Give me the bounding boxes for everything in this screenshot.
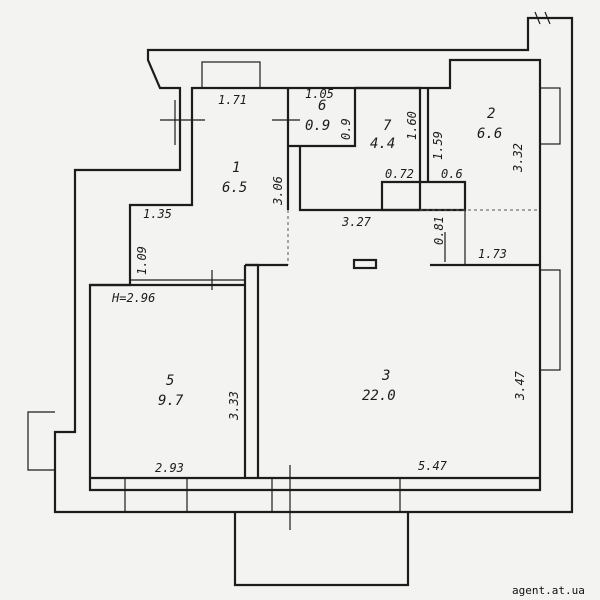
room-1-number: 1 bbox=[232, 160, 240, 176]
pillar bbox=[352, 258, 378, 270]
inner-outline bbox=[88, 58, 542, 492]
dim-1-05: 1.05 bbox=[305, 87, 334, 101]
right-window-2 bbox=[539, 269, 561, 371]
dim-1-73: 1.73 bbox=[478, 247, 507, 261]
bottom-window-2 bbox=[271, 477, 401, 513]
dim-0-72: 0.72 bbox=[385, 167, 414, 181]
dim-0-9-vertical: 0.9 bbox=[339, 118, 353, 140]
outer-wall-outline bbox=[53, 16, 574, 514]
dim-3-47: 3.47 bbox=[513, 370, 527, 401]
dim-3-06: 3.06 bbox=[271, 176, 285, 206]
roof-tick-2 bbox=[544, 11, 551, 25]
room-2-area: 6.6 bbox=[477, 126, 502, 142]
wall-room6 bbox=[288, 88, 357, 148]
dim-h-2-96: H=2.96 bbox=[111, 291, 155, 305]
watermark: agent.at.ua bbox=[512, 584, 585, 597]
dim-2-93: 2.93 bbox=[155, 461, 184, 475]
dim-1-35: 1.35 bbox=[143, 207, 172, 221]
dim-1-09: 1.09 bbox=[135, 246, 149, 275]
dim-5-47: 5.47 bbox=[418, 459, 448, 473]
dim-3-33: 3.33 bbox=[227, 391, 241, 421]
dim-3-27: 3.27 bbox=[341, 215, 372, 229]
dim-0-81: 0.81 bbox=[432, 216, 446, 245]
dim-1-71: 1.71 bbox=[218, 93, 247, 107]
room-2-number: 2 bbox=[487, 106, 495, 122]
left-stub-wall bbox=[27, 411, 55, 471]
dim-1-59: 1.59 bbox=[431, 131, 445, 160]
room-3-area: 22.0 bbox=[362, 388, 396, 404]
room-6-area: 0.9 bbox=[305, 118, 330, 134]
dim-0-6: 0.6 bbox=[441, 167, 463, 181]
dim-3-32: 3.32 bbox=[511, 143, 525, 173]
room-6-number: 6 bbox=[318, 98, 326, 114]
room-1-area: 6.5 bbox=[222, 180, 247, 196]
room-7-number: 7 bbox=[383, 118, 392, 134]
bottom-window-1 bbox=[124, 477, 188, 513]
top-window bbox=[201, 61, 261, 89]
wall-corridor-step bbox=[380, 180, 467, 212]
dim-1-60: 1.60 bbox=[405, 111, 419, 140]
room-3-number: 3 bbox=[381, 368, 390, 384]
room-5-area: 9.7 bbox=[158, 393, 184, 409]
wall-room5-right bbox=[245, 263, 260, 478]
roof-tick-1 bbox=[534, 11, 541, 25]
right-window-1 bbox=[539, 87, 561, 145]
room-7-area: 4.4 bbox=[370, 136, 395, 152]
balcony bbox=[233, 512, 410, 587]
room-5-number: 5 bbox=[166, 373, 174, 389]
